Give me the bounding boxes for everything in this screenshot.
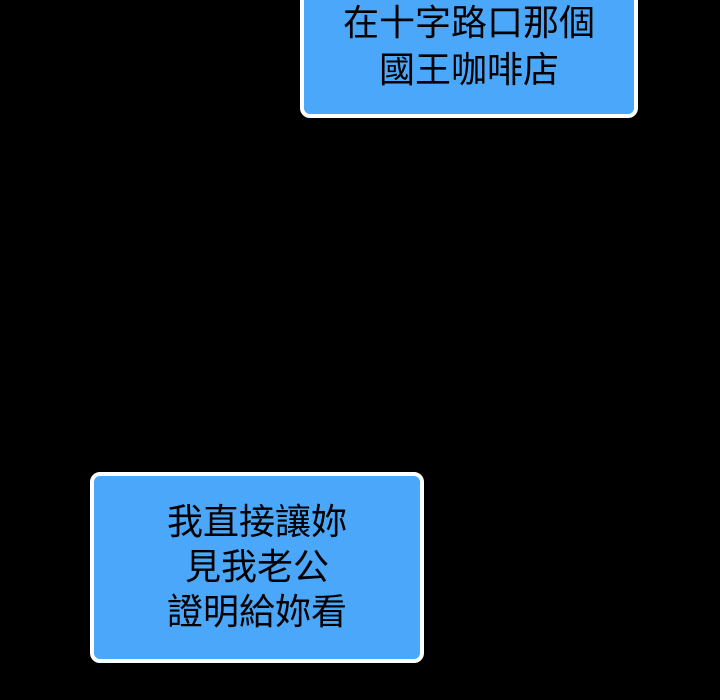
speech-bubble-top: 在十字路口那個 國王咖啡店 — [300, 0, 638, 118]
speech-bubble-top-line-1: 在十字路口那個 — [342, 3, 595, 44]
speech-bubble-bottom-line-2: 見我老公 — [184, 547, 329, 588]
speech-bubble-bottom-line-3: 證明給妳看 — [166, 592, 347, 633]
speech-bubble-bottom: 我直接讓妳 見我老公 證明給妳看 — [90, 472, 424, 663]
speech-bubble-top-line-2: 國王咖啡店 — [378, 50, 559, 91]
speech-bubble-bottom-line-1: 我直接讓妳 — [166, 502, 347, 543]
